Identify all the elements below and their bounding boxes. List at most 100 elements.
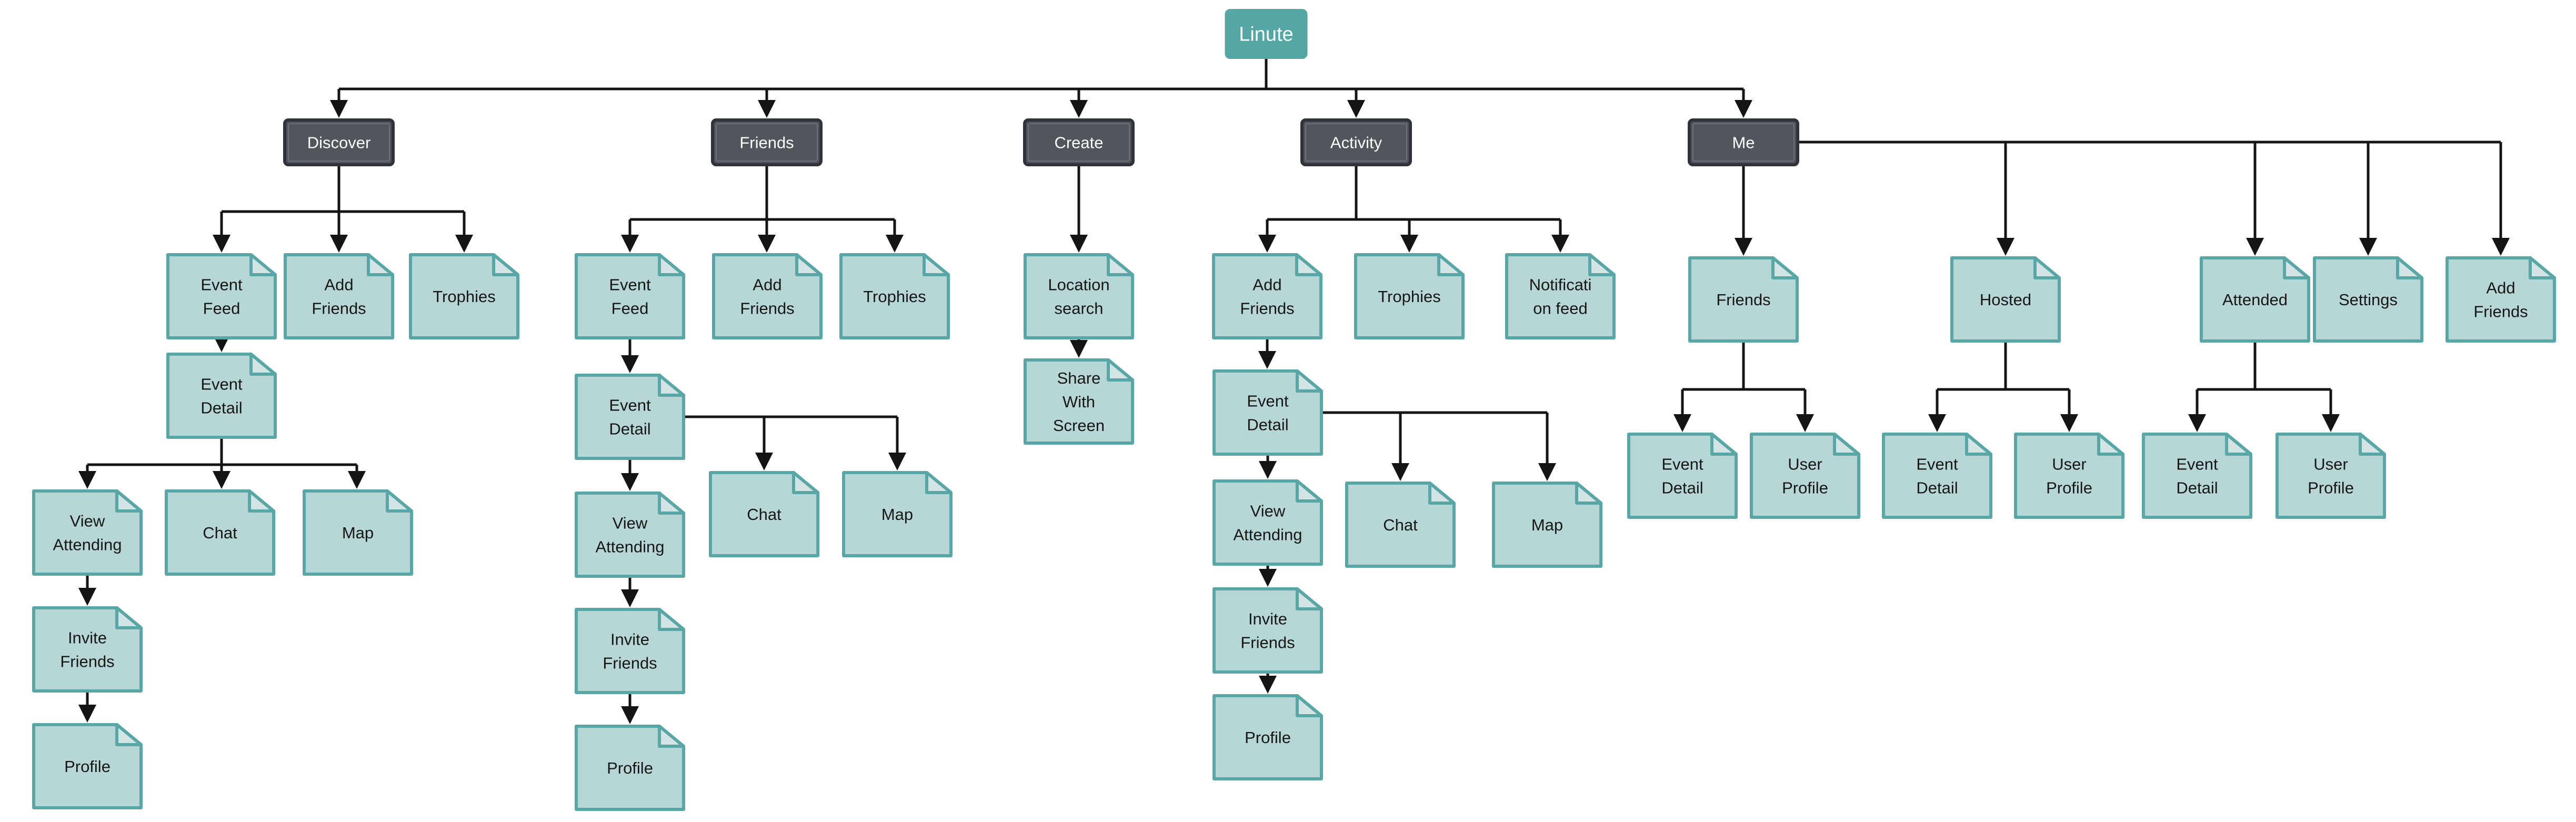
arrowhead-icon (1997, 238, 2014, 256)
discover-chat-fold-corner-icon (248, 489, 275, 513)
me-settings-label: Settings (2339, 290, 2398, 309)
me-attended-label: Attended (2222, 290, 2288, 309)
friends-profile: Profile (575, 725, 685, 811)
discover-trophies-fold-corner-icon (492, 253, 519, 276)
arrowhead-icon (78, 471, 96, 489)
friends-event-feed-label: Event (609, 276, 651, 294)
arrowhead-icon (213, 471, 230, 489)
arrowhead-icon (1259, 461, 1277, 479)
me-friends: Friends (1688, 256, 1799, 343)
section-discover: Discover (283, 118, 395, 166)
arrowhead-icon (886, 235, 904, 253)
arrowhead-icon (755, 453, 773, 470)
activity-event-detail-fold-corner-icon (1296, 369, 1323, 393)
friends-event-feed-label: Feed (612, 299, 649, 318)
arrowhead-icon (1070, 100, 1088, 118)
arrowhead-icon (1259, 569, 1277, 587)
discover-chat-page-shape (165, 489, 275, 576)
friends-add-friends-fold-corner-icon (795, 253, 823, 276)
arrowhead-icon (1735, 238, 1752, 256)
arrowhead-icon (2246, 238, 2264, 256)
discover-trophies-page-shape (409, 253, 519, 339)
arrowhead-icon (455, 235, 473, 253)
activity-view-attending-label: Attending (1234, 526, 1302, 544)
me-settings-fold-corner-icon (2396, 256, 2423, 279)
friends-event-feed-fold-corner-icon (658, 253, 685, 276)
activity-event-detail-page-shape (1212, 369, 1323, 456)
friends-map-fold-corner-icon (925, 471, 953, 494)
section-activity: Activity (1300, 118, 1412, 166)
me-hosted-user-profile-label: User (2052, 455, 2086, 474)
friends-view-attending-page-shape (575, 492, 685, 578)
discover-add-friends-fold-corner-icon (367, 253, 394, 276)
me-hosted: Hosted (1950, 256, 2061, 343)
arrowhead-icon (1258, 235, 1276, 253)
arrowhead-icon (1400, 235, 1418, 253)
arrowhead-icon (2359, 238, 2377, 256)
discover-event-detail-fold-corner-icon (249, 353, 277, 376)
create-share-with-screen-label: With (1063, 393, 1095, 411)
friends-chat: Chat (709, 471, 819, 557)
discover-invite-friends-label: Friends (60, 653, 114, 671)
friends-profile-label: Profile (607, 759, 653, 777)
friends-view-attending-label: View (613, 514, 648, 533)
arrowhead-icon (213, 235, 230, 253)
create-location-search-label: Location (1048, 276, 1109, 294)
friends-map: Map (842, 471, 953, 557)
activity-chat: Chat (1345, 482, 1456, 568)
me-attended-user-profile-page-shape (2276, 433, 2386, 519)
activity-trophies-fold-corner-icon (1437, 253, 1465, 276)
arrowhead-icon (1347, 100, 1365, 118)
section-me-box (1688, 118, 1799, 166)
friends-trophies-page-shape (839, 253, 950, 339)
me-hosted-event-detail-label: Event (1916, 455, 1958, 474)
discover-trophies-label: Trophies (433, 287, 495, 306)
me-add-friends-page-shape (2445, 256, 2556, 343)
section-discover-box-inner-edge (288, 123, 390, 162)
arrowhead-icon (2492, 238, 2510, 256)
me-attended-event-detail-fold-corner-icon (2225, 433, 2252, 456)
arrowhead-icon (1551, 235, 1569, 253)
discover-event-feed-page-shape (166, 253, 277, 339)
discover-map-page-shape (303, 489, 413, 576)
friends-add-friends-label: Add (753, 276, 781, 294)
me-settings: Settings (2313, 256, 2423, 343)
arrowhead-icon (78, 588, 96, 606)
discover-event-detail-page-shape (166, 353, 277, 439)
me-attended-event-detail-page-shape (2142, 433, 2252, 519)
friends-trophies: Trophies (839, 253, 950, 339)
me-friends-label: Friends (1716, 290, 1770, 309)
activity-profile: Profile (1212, 694, 1323, 780)
me-hosted-user-profile-label: Profile (2046, 479, 2092, 497)
discover-chat: Chat (165, 489, 275, 576)
root-linute-box (1225, 9, 1308, 59)
me-friends-user-profile-label: Profile (1782, 479, 1828, 497)
create-location-search-page-shape (1024, 253, 1134, 339)
me-hosted-label: Hosted (1980, 290, 2031, 309)
arrowhead-icon (1070, 340, 1088, 358)
me-friends-event-detail-fold-corner-icon (1710, 433, 1738, 456)
discover-event-feed-label: Event (201, 276, 243, 294)
activity-notification-feed-fold-corner-icon (1588, 253, 1616, 276)
create-share-with-screen-fold-corner-icon (1107, 358, 1134, 382)
discover-event-detail-label: Event (201, 375, 243, 394)
root-linute-label: Linute (1239, 24, 1294, 46)
activity-notification-feed-page-shape (1505, 253, 1616, 339)
section-friends-box-inner-edge (716, 123, 818, 162)
arrowhead-icon (758, 235, 776, 253)
activity-notification-feed-label: on feed (1533, 299, 1587, 318)
section-create-box-inner-edge (1028, 123, 1130, 162)
friends-chat-page-shape (709, 471, 819, 557)
arrowhead-icon (1070, 235, 1088, 253)
arrowhead-icon (621, 355, 639, 373)
activity-event-detail-label: Detail (1247, 416, 1288, 434)
friends-event-detail-fold-corner-icon (658, 374, 685, 397)
